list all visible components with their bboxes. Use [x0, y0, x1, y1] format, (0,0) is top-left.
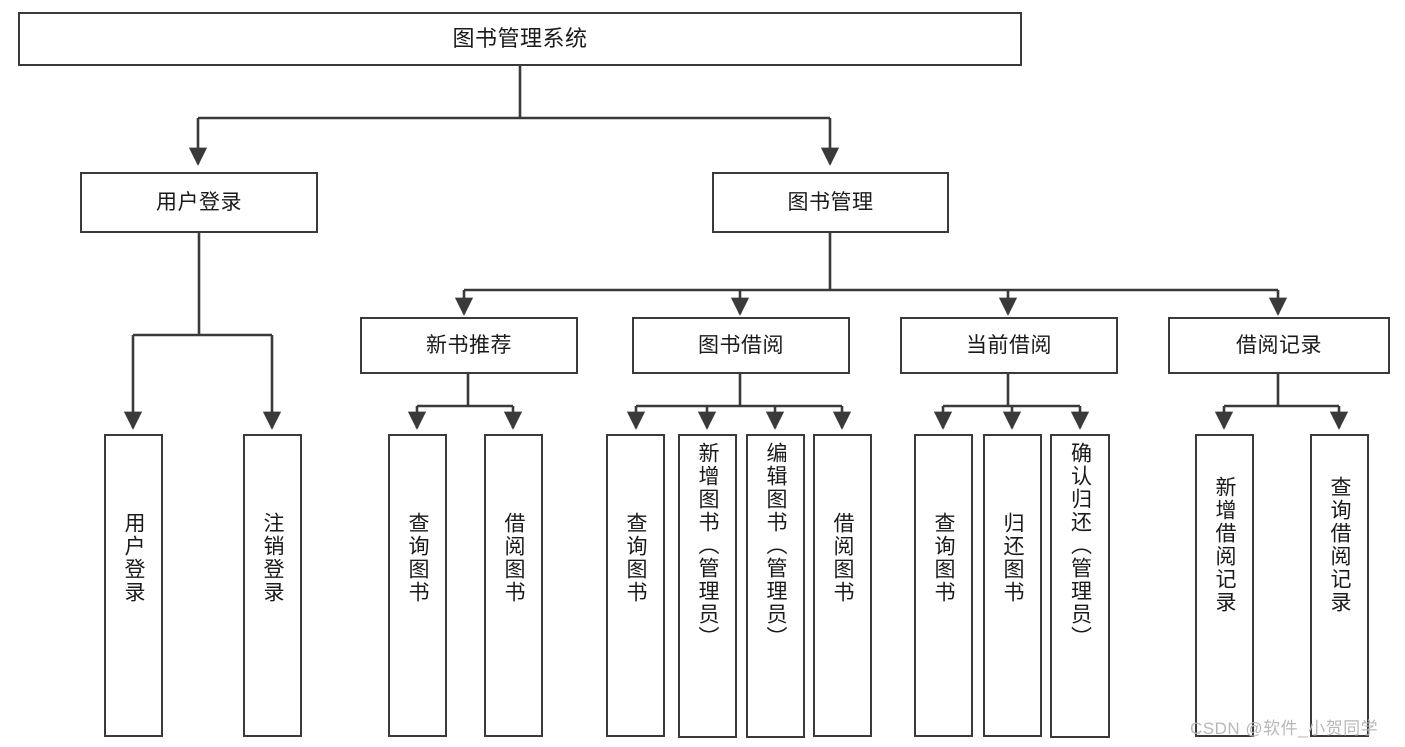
node-label: 查询图书 — [406, 512, 429, 604]
node-label: 确认归还（管理员） — [1068, 442, 1092, 649]
node-label: 查询图书 — [624, 512, 647, 604]
node-label: 借阅图书 — [831, 512, 854, 604]
node-label: 查询借阅记录 — [1328, 476, 1351, 614]
node-leaf-add-record[interactable]: 新增借阅记录 — [1195, 434, 1254, 737]
node-label: 图书借阅 — [698, 333, 784, 357]
node-label: 当前借阅 — [966, 333, 1052, 357]
node-label: 新增借阅记录 — [1213, 476, 1236, 614]
csdn-watermark: CSDN @软件_小贺同学 — [1190, 719, 1379, 738]
node-leaf-query-record[interactable]: 查询借阅记录 — [1310, 434, 1369, 737]
node-leaf-add-book[interactable]: 新增图书（管理员） — [678, 434, 737, 738]
node-leaf-logout-login[interactable]: 注销登录 — [243, 434, 302, 737]
node-book-borrow[interactable]: 图书借阅 — [632, 317, 850, 374]
node-label: 编辑图书（管理员） — [764, 442, 787, 649]
node-label: 新增图书（管理员） — [696, 442, 719, 649]
node-leaf-query-book-1[interactable]: 查询图书 — [388, 434, 447, 737]
node-borrow-record[interactable]: 借阅记录 — [1168, 317, 1390, 374]
node-label: 新书推荐 — [426, 333, 512, 357]
node-user-login[interactable]: 用户登录 — [80, 172, 318, 233]
node-leaf-confirm-return[interactable]: 确认归还（管理员） — [1050, 434, 1110, 738]
node-new-book-recommend[interactable]: 新书推荐 — [360, 317, 578, 374]
node-label: 图书管理 — [787, 190, 874, 214]
node-label: 借阅记录 — [1236, 333, 1322, 357]
node-label: 图书管理系统 — [452, 25, 588, 51]
node-leaf-edit-book[interactable]: 编辑图书（管理员） — [746, 434, 805, 738]
node-label: 借阅图书 — [502, 512, 525, 604]
node-leaf-return-book[interactable]: 归还图书 — [983, 434, 1042, 737]
node-leaf-query-book-2[interactable]: 查询图书 — [606, 434, 665, 737]
node-label: 归还图书 — [1001, 512, 1024, 604]
node-label: 用户登录 — [156, 190, 242, 214]
node-leaf-query-book-3[interactable]: 查询图书 — [914, 434, 973, 737]
node-label: 查询图书 — [932, 512, 955, 604]
node-label: 注销登录 — [261, 512, 284, 604]
node-label: 用户登录 — [122, 512, 145, 604]
node-leaf-borrow-book-1[interactable]: 借阅图书 — [484, 434, 543, 737]
node-root-library-system[interactable]: 图书管理系统 — [18, 12, 1022, 66]
node-leaf-user-login[interactable]: 用户登录 — [104, 434, 163, 737]
node-current-borrow[interactable]: 当前借阅 — [900, 317, 1118, 374]
node-leaf-borrow-book-2[interactable]: 借阅图书 — [813, 434, 872, 737]
node-book-management[interactable]: 图书管理 — [712, 172, 949, 233]
